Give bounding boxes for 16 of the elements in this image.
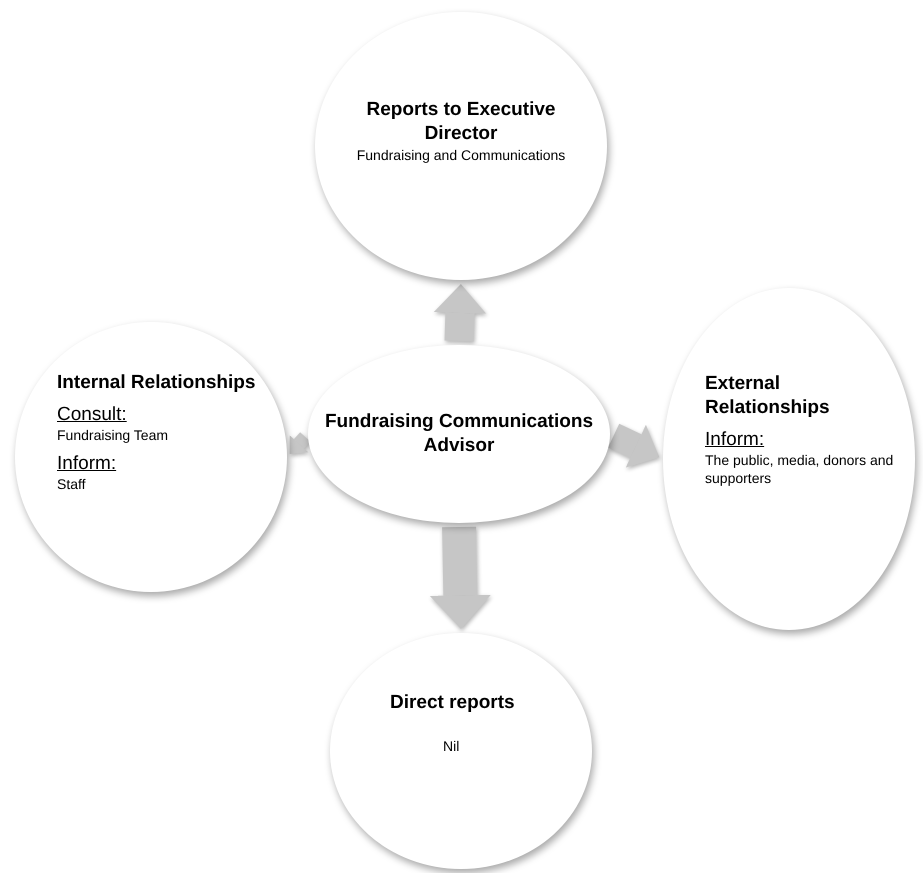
node-heading: Fundraising Communications Advisor — [324, 410, 594, 458]
node-heading: External Relationships — [705, 372, 831, 420]
block-arrow — [608, 424, 660, 468]
section-label: Inform: — [705, 428, 764, 450]
node-heading: Reports to Executive Director — [366, 98, 556, 146]
node-heading: Internal Relationships — [57, 371, 256, 395]
section-label: Consult: — [57, 403, 127, 426]
node-text: The public, media, donors and supporters — [705, 450, 894, 486]
node-heading: Direct reports — [390, 691, 515, 715]
section-label: Inform: — [57, 452, 116, 475]
node-text: Fundraising and Communications — [356, 146, 566, 164]
node-text: Nil — [443, 737, 460, 755]
block-arrow — [430, 526, 491, 629]
node-text: Fundraising Team — [57, 426, 168, 444]
node-text: Staff — [57, 475, 86, 493]
block-arrow — [290, 432, 310, 454]
